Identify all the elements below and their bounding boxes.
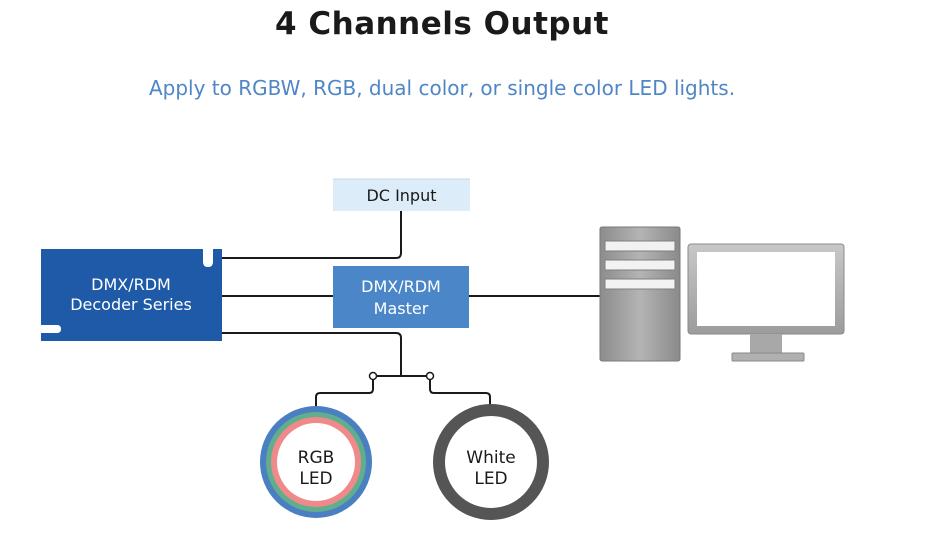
- dc-input-box: DC Input: [333, 178, 470, 211]
- rgb-led-label-line1: RGB: [298, 448, 335, 468]
- wire-to-white-led: [429, 376, 491, 411]
- decoder-box: DMX/RDM Decoder Series: [41, 249, 222, 341]
- rgb-led: RGB LED: [260, 406, 372, 518]
- master-box: DMX/RDM Master: [333, 266, 469, 328]
- computer-tower-icon: [599, 226, 681, 362]
- white-led: White LED: [433, 404, 549, 520]
- white-led-label-line1: White: [466, 448, 515, 468]
- decoder-label-line1: DMX/RDM: [91, 275, 171, 294]
- diagram-subtitle: Apply to RGBW, RGB, dual color, or singl…: [148, 76, 736, 100]
- wire-decoder-output: [222, 332, 402, 376]
- rgb-led-label-line2: LED: [299, 469, 332, 489]
- junction-left: [368, 371, 378, 381]
- white-led-label-line2: LED: [474, 469, 507, 489]
- decoder-label-line2: Decoder Series: [70, 295, 192, 314]
- diagram-title: 4 Channels Output: [275, 6, 609, 42]
- junction-right: [425, 371, 435, 381]
- master-label-line2: Master: [374, 299, 429, 318]
- monitor-icon: [687, 243, 845, 362]
- wire-to-rgb-led: [315, 376, 374, 411]
- wire-dc-input: [222, 211, 402, 259]
- dc-input-label: DC Input: [366, 186, 436, 205]
- master-label-line1: DMX/RDM: [361, 277, 441, 296]
- wires: [222, 211, 600, 411]
